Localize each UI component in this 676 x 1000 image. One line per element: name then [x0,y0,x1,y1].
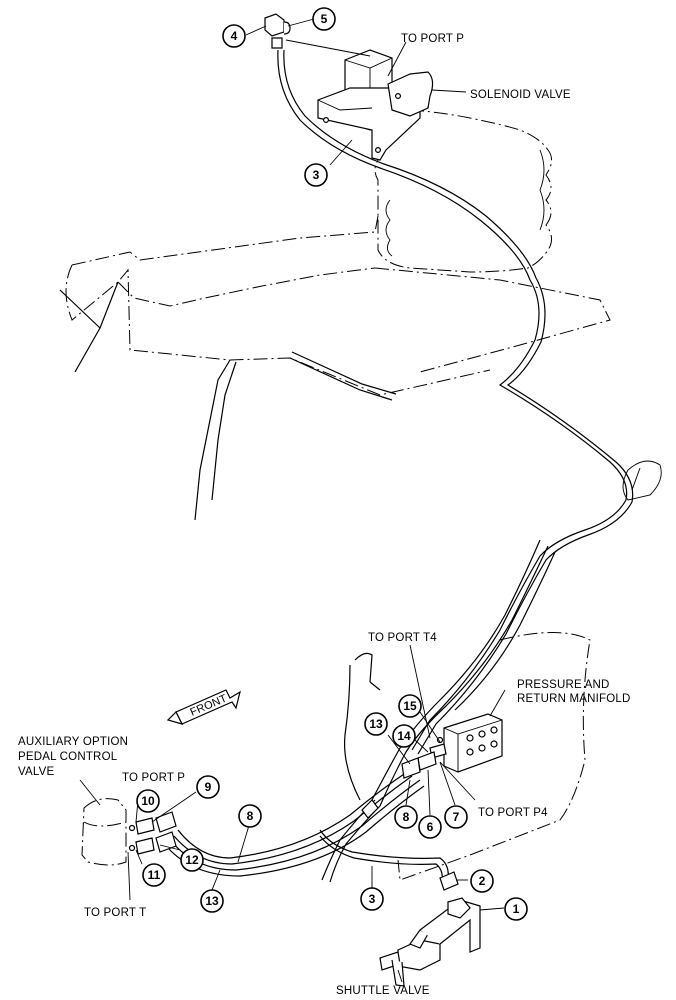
callout-7: 7 [444,805,468,829]
to-port-p4-label: TO PORT P4 [478,807,548,819]
to-port-t4-label: TO PORT T4 [368,632,437,644]
callout-10: 10 [136,789,160,813]
aux-valve-label-2: PEDAL CONTROL [18,751,118,763]
svg-text:11: 11 [148,868,161,882]
to-port-p-left-label: TO PORT P [122,772,185,784]
svg-text:2: 2 [479,874,486,888]
svg-text:3: 3 [313,168,320,182]
callout-9: 9 [196,775,220,799]
svg-text:9: 9 [205,780,212,794]
pressure-return-manifold [401,713,503,779]
text-labels: TO PORT P SOLENOID VALVE TO PORT T4 PRES… [18,33,631,997]
svg-text:12: 12 [185,853,199,867]
to-port-p-top-label: TO PORT P [401,33,464,45]
aux-valve-label-3: VALVE [18,766,54,778]
callout-12: 12 [180,848,204,872]
rear-frame-outline [343,460,662,881]
callout-4: 4 [222,24,246,48]
svg-text:8: 8 [403,810,410,824]
callout-8-right: 8 [394,805,418,829]
callout-13-left: 13 [200,889,224,913]
front-direction-arrow: FRONT [166,689,241,725]
callout-3-top: 3 [304,163,328,187]
callout-13-right: 13 [364,712,388,736]
svg-text:5: 5 [321,12,328,26]
shuttle-valve [379,871,481,987]
callout-8-left [238,804,262,828]
svg-text:4: 4 [231,29,238,43]
svg-text:13: 13 [205,894,219,908]
lower-hoses [167,769,449,885]
callout-6: 6 [418,815,442,839]
svg-text:15: 15 [403,699,417,713]
callout-8-left-text: 8 [247,809,254,823]
pedal-control-valve [81,798,177,866]
callout-2: 2 [470,869,494,893]
callout-3-bottom: 3 [360,887,384,911]
callout-14: 14 [392,724,416,748]
leader-lines [79,18,506,983]
shuttle-valve-label: SHUTTLE VALVE [336,985,430,997]
svg-text:14: 14 [397,729,411,743]
main-hose-bundle [277,49,634,807]
aux-valve-label-1: AUXILIARY OPTION [18,736,128,748]
pressure-manifold-label-2: RETURN MANIFOLD [517,693,631,705]
front-label: FRONT [188,692,229,718]
svg-text:1: 1 [513,902,520,916]
solenoid-valve [285,39,434,161]
callout-5: 5 [312,7,336,31]
callout-8-left-leader: 8 [238,804,262,828]
svg-text:7: 7 [453,810,460,824]
svg-text:6: 6 [427,820,434,834]
pressure-manifold-label-1: PRESSURE AND [517,679,610,691]
solenoid-valve-label: SOLENOID VALVE [470,89,571,101]
callout-15: 15 [398,694,422,718]
callout-11: 11 [142,863,166,887]
svg-text:3: 3 [369,892,376,906]
machine-frame-outline [59,215,611,521]
callouts: 4 5 3 15 13 14 8 6 7 9 10 12 11 13 3 2 1 [136,7,528,921]
fitting-4-5 [264,13,291,49]
to-port-t-label: TO PORT T [84,907,146,919]
svg-text:13: 13 [369,717,383,731]
callout-1: 1 [504,897,528,921]
svg-text:10: 10 [141,794,155,808]
